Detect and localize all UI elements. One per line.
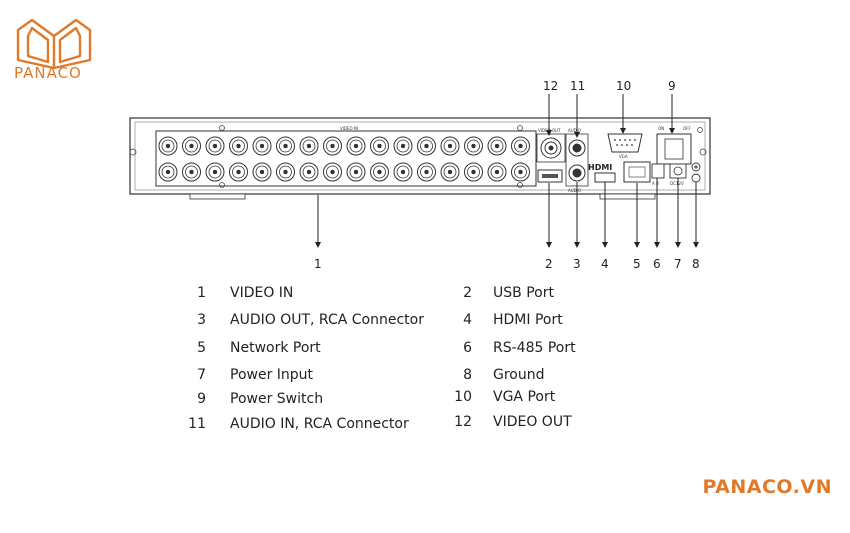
bnc-connector (440, 162, 460, 182)
ab-label: A B (652, 181, 659, 186)
panel-screws (129, 125, 707, 188)
bnc-connector (487, 136, 507, 156)
bnc-connector (417, 136, 436, 156)
legend-num: 2 (463, 285, 472, 301)
bnc-connector (323, 136, 342, 156)
bnc-connector (229, 162, 248, 182)
callout-7: 7 (674, 257, 682, 271)
bnc-connector (323, 162, 342, 182)
audio-in-connector (568, 139, 586, 157)
bnc-connector (487, 162, 507, 182)
callout-11: 11 (570, 79, 586, 93)
bnc-connector (182, 136, 201, 156)
bnc-connector (158, 162, 178, 182)
bnc-connector (299, 136, 319, 156)
video-out-connector (540, 137, 562, 159)
bnc-connector (276, 136, 295, 156)
book-icon (16, 18, 92, 70)
legend-num: 6 (463, 340, 472, 356)
hdmi-label: HDMI (588, 163, 612, 172)
off-label: OFF (683, 126, 691, 131)
bnc-connector (440, 136, 460, 156)
legend-label: AUDIO IN, RCA Connector (230, 416, 409, 432)
bnc-connector (229, 136, 248, 156)
legend-label: Ground (493, 367, 545, 383)
callout-10: 10 (616, 79, 632, 93)
bnc-connector (346, 136, 366, 156)
legend-label: AUDIO OUT, RCA Connector (230, 312, 424, 328)
legend-num: 7 (197, 367, 206, 383)
callout-4: 4 (601, 257, 609, 271)
callout-3: 3 (573, 257, 581, 271)
callout-lines (317, 94, 697, 246)
bnc-connector (299, 162, 319, 182)
legend-num: 10 (454, 389, 472, 405)
dvr-rear-panel-diagram: VIDEO IN VIDEO OUT AUDIO AUDIO VGA HDMI … (129, 94, 711, 248)
logo-text: PANACO (14, 64, 82, 82)
legend-label: VIDEO IN (230, 285, 294, 301)
bnc-connector (370, 162, 389, 182)
video-in-block (155, 130, 537, 187)
legend-num: 3 (197, 312, 206, 328)
callout-12: 12 (543, 79, 559, 93)
dc-label: DC12V (670, 181, 684, 186)
bnc-connector (464, 136, 483, 156)
bnc-connector (346, 162, 366, 182)
legend-num: 9 (197, 391, 206, 407)
on-label: ON (658, 126, 664, 131)
legend-num: 11 (188, 416, 206, 432)
bnc-connector (252, 136, 272, 156)
bnc-connector (205, 136, 225, 156)
legend-label: RS-485 Port (493, 340, 576, 356)
legend-num: 1 (197, 285, 206, 301)
legend-num: 5 (197, 340, 206, 356)
legend-label: Power Input (230, 367, 314, 383)
callout-arrowheads (315, 128, 699, 248)
callout-9: 9 (668, 79, 676, 93)
callout-2: 2 (545, 257, 553, 271)
bnc-connector (511, 136, 530, 156)
callout-1: 1 (314, 257, 322, 271)
chassis-inner (134, 121, 706, 191)
hdmi-port (594, 172, 616, 183)
power-switch (656, 133, 692, 165)
bnc-connector (205, 162, 225, 182)
video-in-label: VIDEO IN (340, 126, 358, 131)
bnc-connector (182, 162, 201, 182)
bnc-connector (370, 136, 389, 156)
legend-label: VIDEO OUT (493, 414, 572, 430)
legend-label: HDMI Port (493, 312, 563, 328)
callout-6: 6 (653, 257, 661, 271)
bnc-connector (464, 162, 483, 182)
power-input (669, 163, 687, 179)
legend-num: 4 (463, 312, 472, 328)
audio-out-connector (568, 164, 586, 182)
callout-8: 8 (692, 257, 700, 271)
chassis-foot-left (189, 193, 246, 200)
audio-label-bottom: AUDIO (568, 188, 581, 193)
bnc-connector (393, 136, 413, 156)
vga-port (607, 133, 643, 153)
network-port (623, 161, 651, 183)
legend-label: USB Port (493, 285, 554, 301)
legend-num: 12 (454, 414, 472, 430)
legend-label: VGA Port (493, 389, 556, 405)
legend-label: Power Switch (230, 391, 324, 407)
legend-label: Network Port (230, 340, 321, 356)
bnc-connector-grid (158, 136, 530, 182)
rs485-port (651, 163, 665, 179)
vga-label: VGA (619, 154, 628, 159)
chassis-foot-right (599, 193, 656, 200)
bnc-connector (276, 162, 295, 182)
callout-5: 5 (633, 257, 641, 271)
bnc-connector (252, 162, 272, 182)
legend-num: 8 (463, 367, 472, 383)
bnc-connector (158, 136, 178, 156)
bnc-connector (511, 162, 530, 182)
brand-text: PANACO.VN (702, 476, 832, 498)
audio-label-top: AUDIO (568, 128, 581, 133)
bnc-connector (393, 162, 413, 182)
bnc-connector (417, 162, 436, 182)
